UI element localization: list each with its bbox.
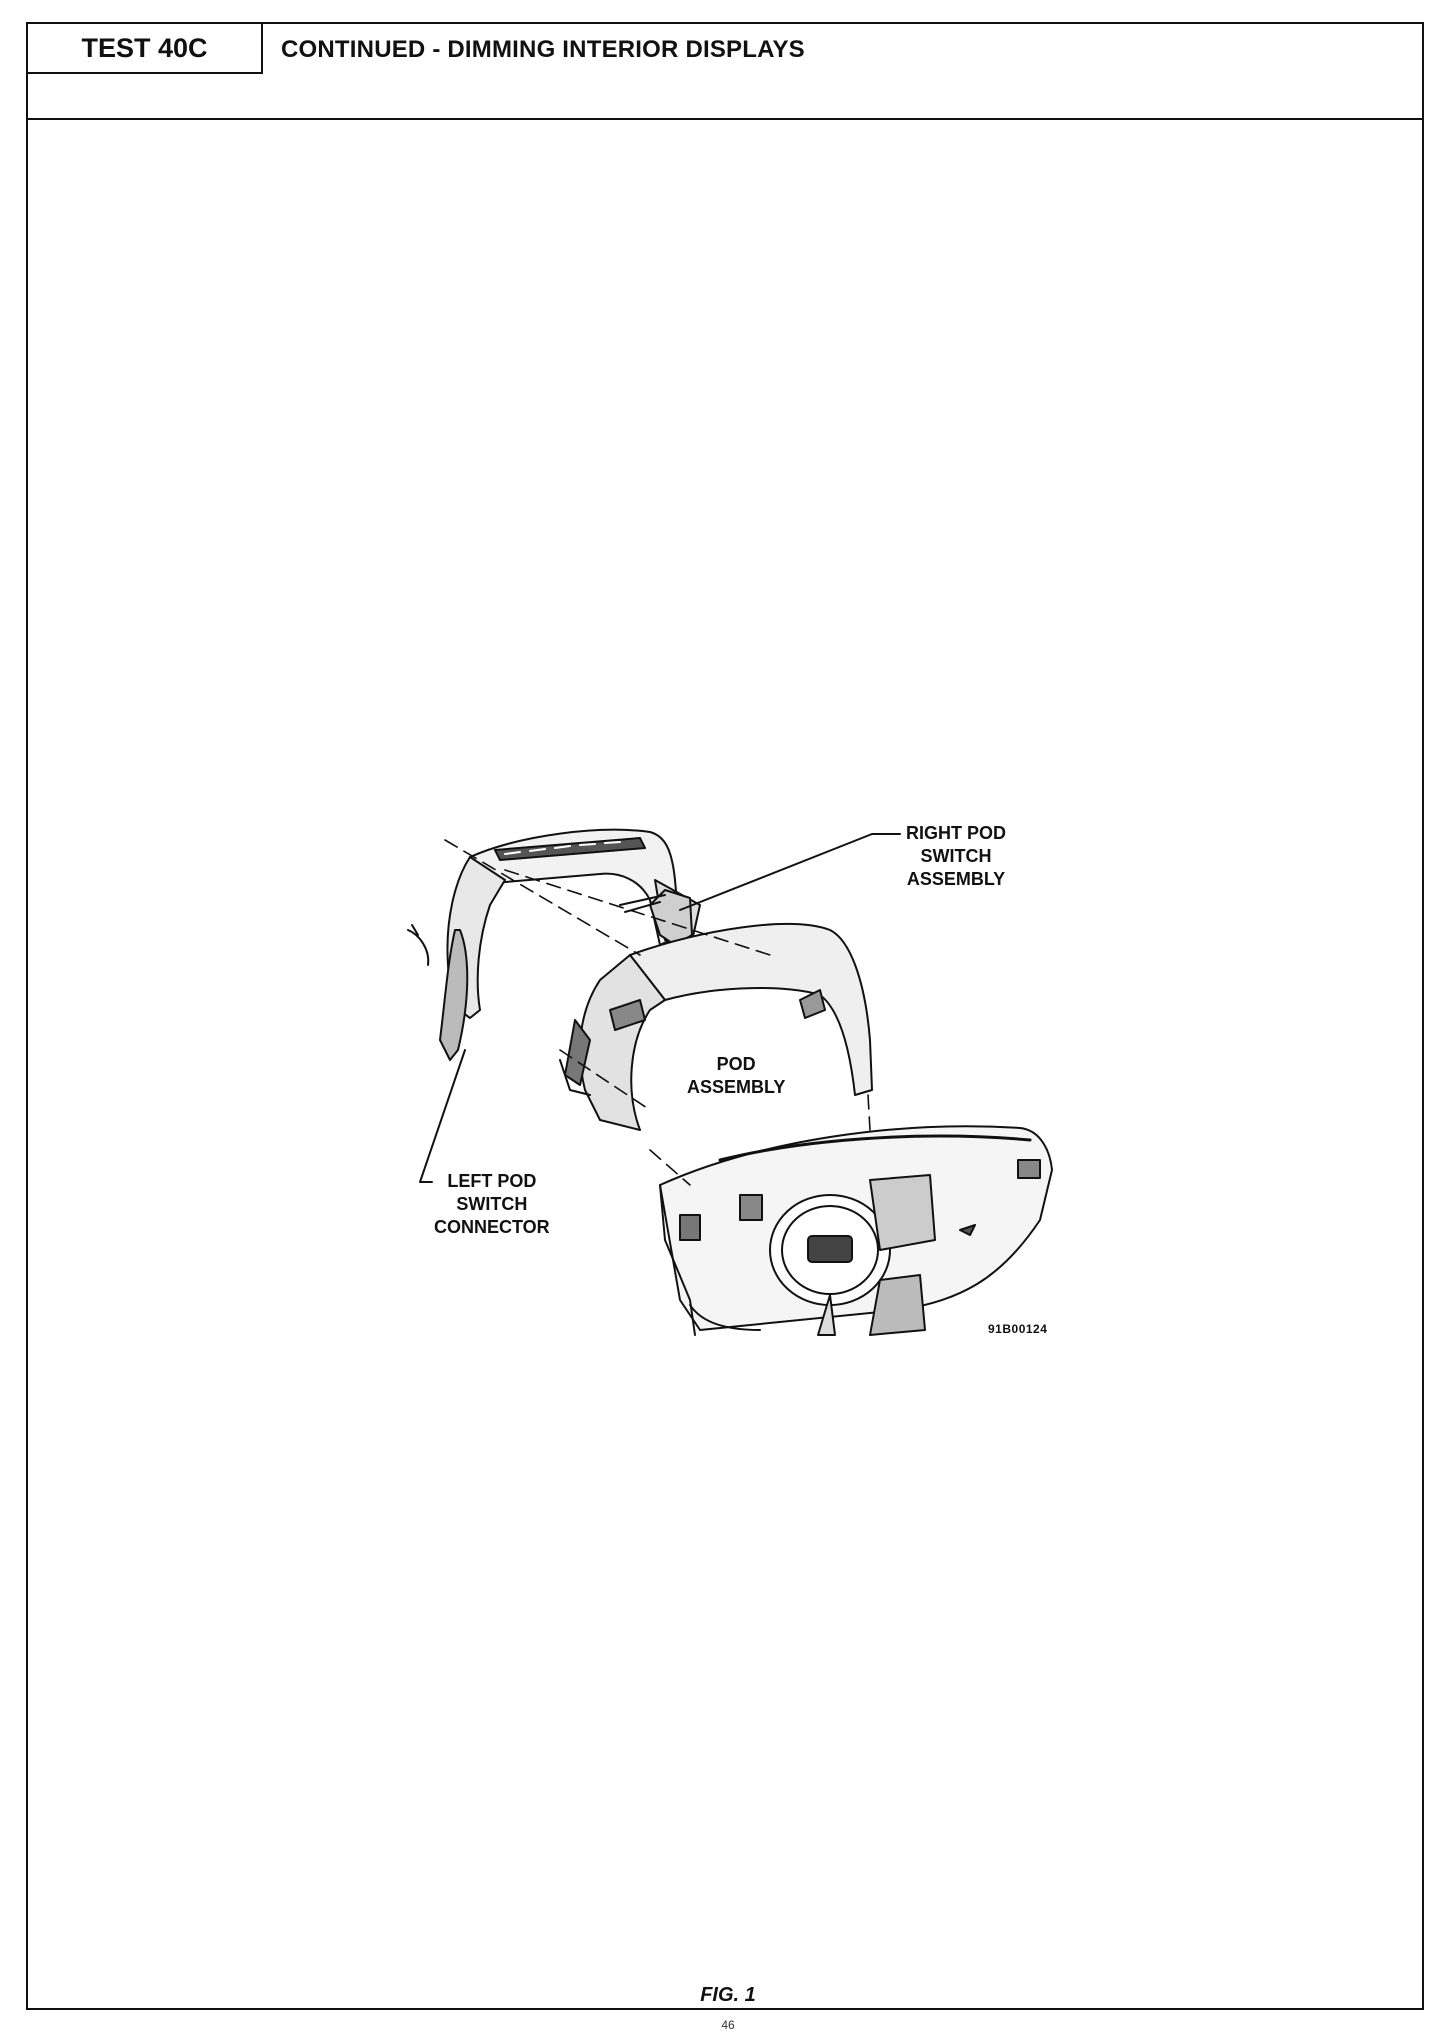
figure-reference-code: 91B00124 <box>988 1322 1048 1336</box>
right-pod-switch-label: RIGHT POD SWITCH ASSEMBLY <box>906 823 1007 889</box>
pod-assembly <box>559 923 873 1131</box>
left-pod-connector-label: LEFT POD SWITCH CONNECTOR <box>434 1171 550 1237</box>
test-number-label: TEST 40C <box>28 24 263 74</box>
pod-assembly-label: POD ASSEMBLY <box>687 1054 786 1097</box>
leader-lines <box>419 833 901 1183</box>
right-pod-switch <box>619 889 693 946</box>
page-frame: TEST 40C CONTINUED - DIMMING INTERIOR DI… <box>26 22 1424 2010</box>
pod-cover-shell <box>407 828 701 1061</box>
assembly-lines <box>444 839 871 1186</box>
figure-caption: FIG. 1 <box>700 1984 756 2006</box>
header-row: TEST 40C CONTINUED - DIMMING INTERIOR DI… <box>28 24 1422 120</box>
instrument-panel <box>659 1125 1053 1336</box>
page-title: CONTINUED - DIMMING INTERIOR DISPLAYS <box>281 36 805 63</box>
page-number: 46 <box>721 2018 735 2032</box>
